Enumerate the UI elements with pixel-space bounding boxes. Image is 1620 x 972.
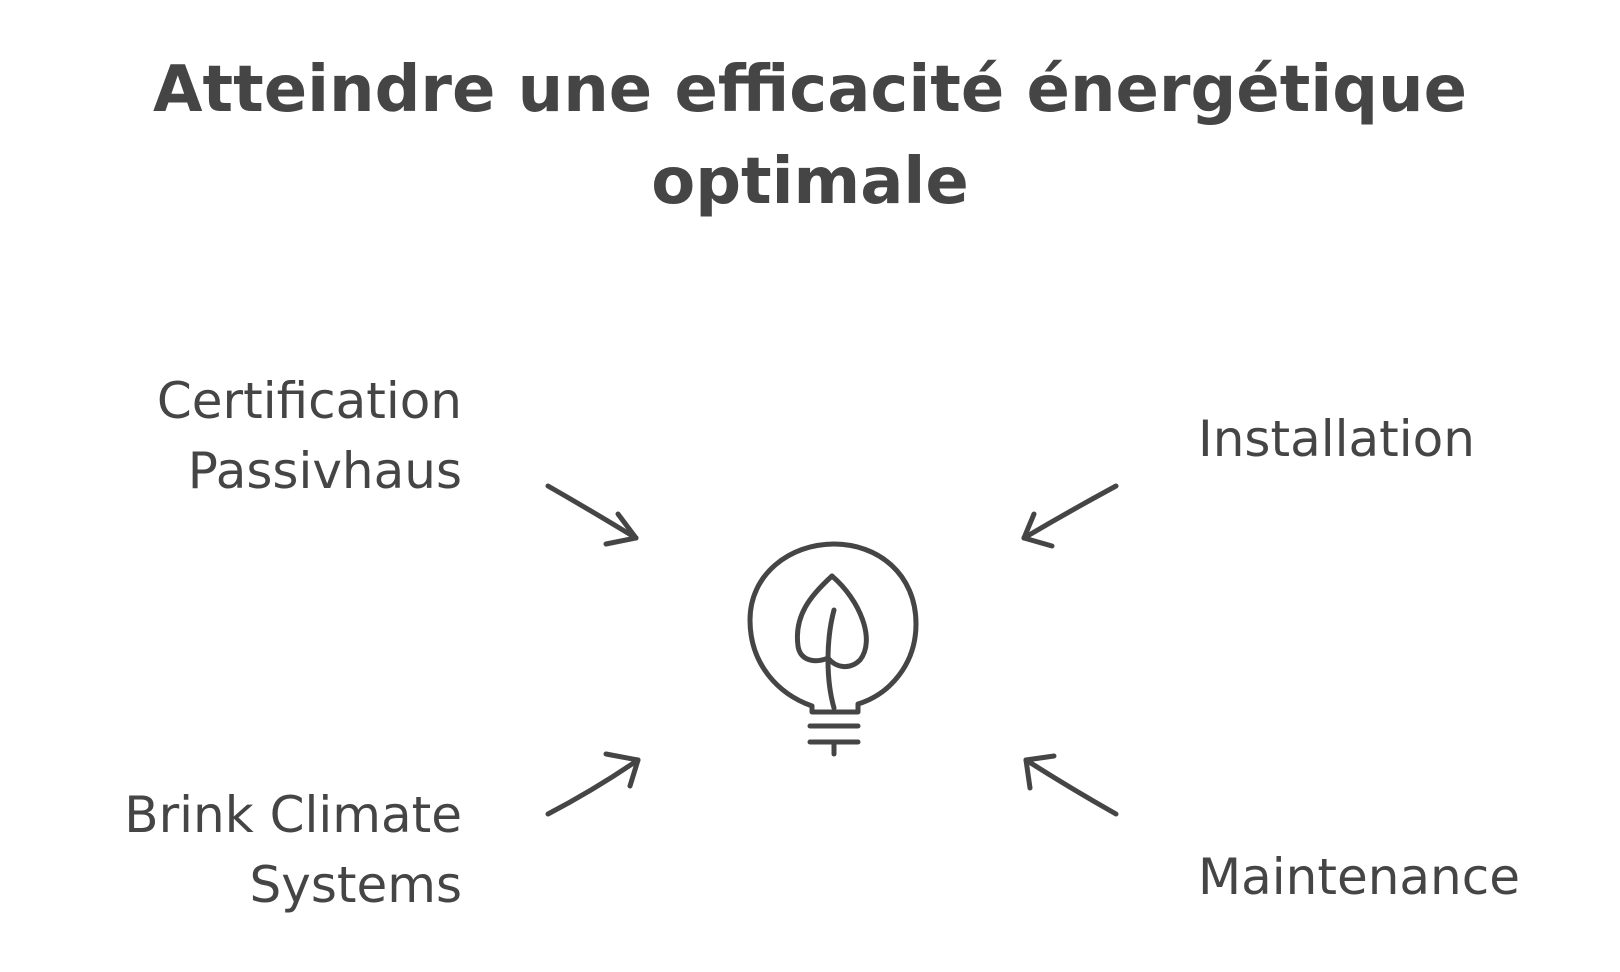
label-brink-climate-systems-line1: Brink Climate bbox=[124, 786, 462, 844]
label-brink-climate-systems-line2: Systems bbox=[249, 856, 463, 914]
label-maintenance: Maintenance bbox=[1198, 842, 1520, 912]
diagram-title-line2: optimale bbox=[651, 145, 969, 219]
label-installation: Installation bbox=[1198, 404, 1475, 474]
label-certification-passivhaus-line2: Passivhaus bbox=[187, 442, 462, 500]
arrow-top-left bbox=[545, 483, 639, 547]
lightbulb-leaf-icon bbox=[747, 541, 919, 757]
label-maintenance-line1: Maintenance bbox=[1198, 848, 1520, 906]
arrow-bottom-left bbox=[545, 751, 641, 817]
arrow-top-right bbox=[1021, 483, 1119, 549]
label-certification-passivhaus: Certification Passivhaus bbox=[157, 366, 462, 506]
label-certification-passivhaus-line1: Certification bbox=[156, 372, 462, 430]
label-brink-climate-systems: Brink Climate Systems bbox=[124, 780, 462, 920]
diagram-title-line1: Atteindre une efficacité énergétique bbox=[152, 53, 1468, 127]
arrow-bottom-right bbox=[1023, 753, 1119, 817]
label-installation-line1: Installation bbox=[1198, 410, 1475, 468]
